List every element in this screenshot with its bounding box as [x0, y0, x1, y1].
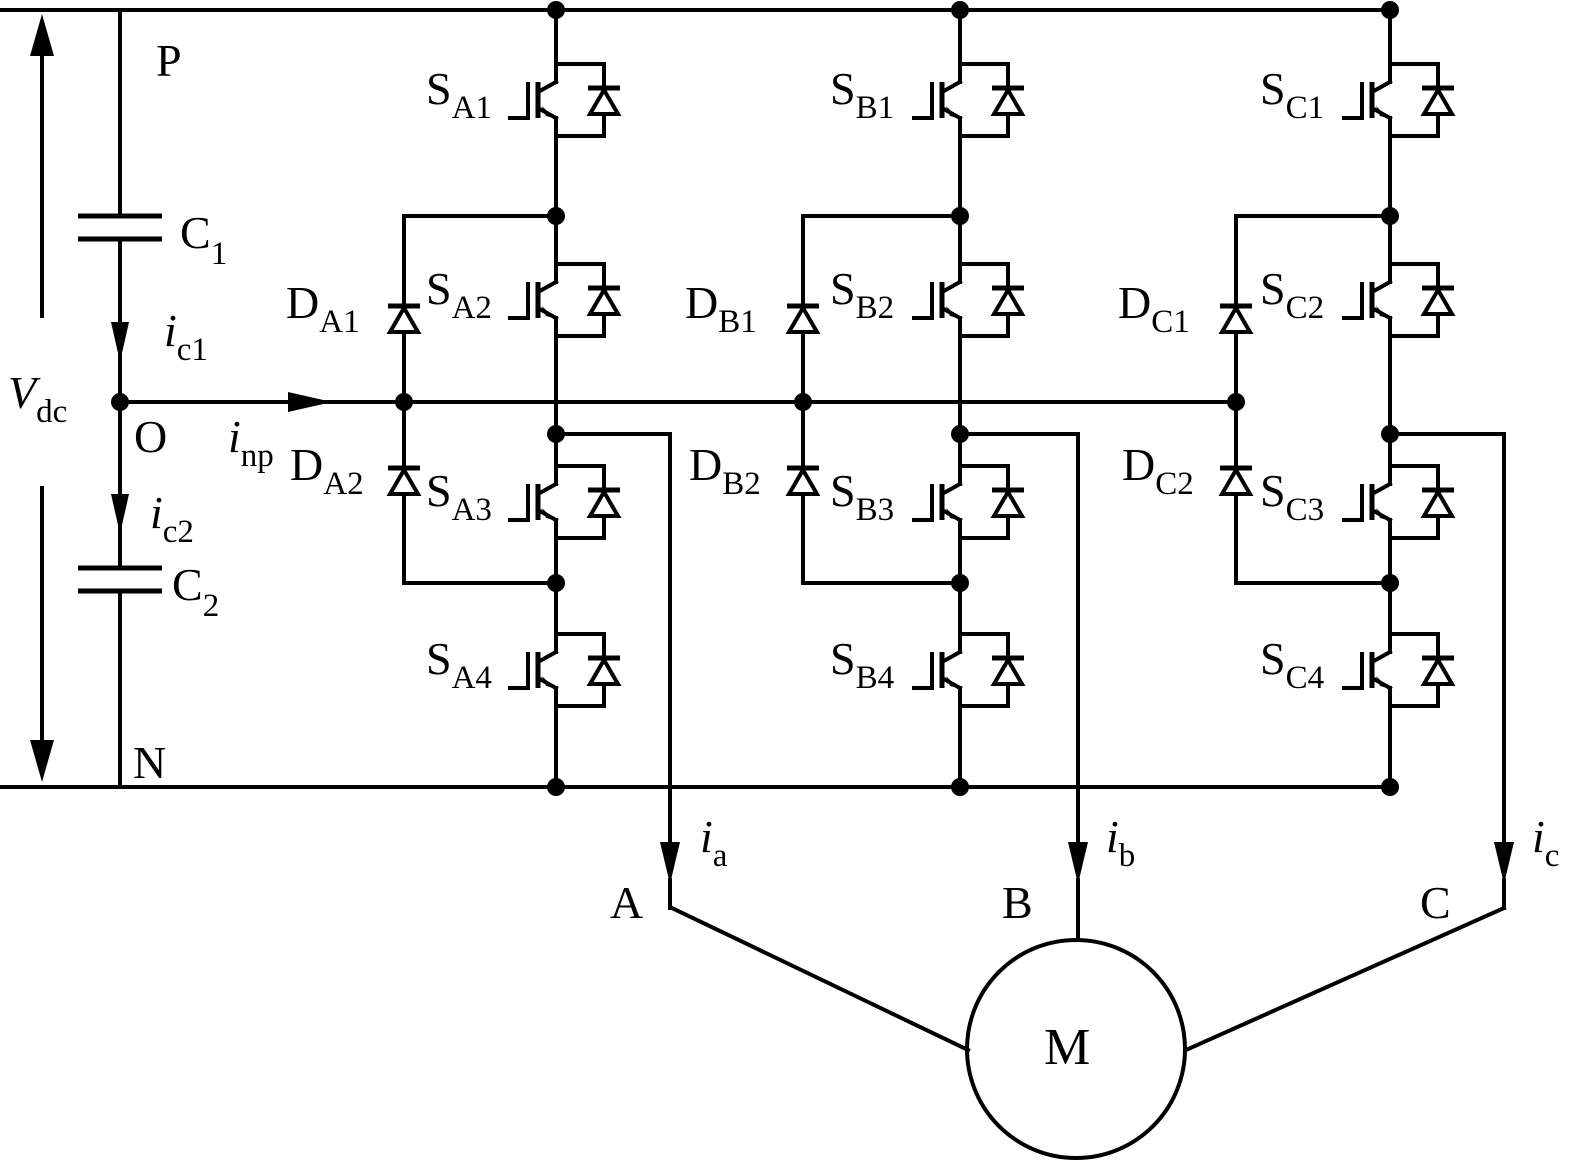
igbt-sa1 [508, 48, 622, 152]
dc-bus [0, 8, 1394, 789]
switch-label-sa2: SA2 [426, 263, 492, 326]
motor-label: M [1044, 1019, 1090, 1076]
clamp-label-dc2: DC2 [1122, 439, 1194, 502]
c2-label: C2 [172, 559, 219, 624]
node-p-a [547, 1, 565, 19]
clamp-label-da1: DA1 [286, 277, 360, 340]
igbt-sc2 [1342, 248, 1456, 352]
node-n-c [1381, 778, 1399, 796]
vdc-arrow [30, 14, 54, 782]
phase-legs: SA1SA2SA3SA4DA1DA2SB1SB2SB3SB4DB1DB2SC1S… [286, 1, 1514, 910]
node-p-c [1381, 1, 1399, 19]
ib-label: ib [1106, 811, 1135, 874]
clamp-diode-dc1 [1218, 303, 1254, 334]
clamp-diode-da1 [386, 303, 422, 334]
ia-label: ia [700, 811, 728, 874]
igbt-sc3 [1342, 450, 1456, 554]
node-p-b [951, 1, 969, 19]
capacitor-c1 [78, 213, 162, 242]
clamp-diode-da2 [386, 465, 422, 496]
igbt-sa2 [508, 248, 622, 352]
clamp-label-db2: DB2 [689, 439, 761, 502]
node-n-b [951, 778, 969, 796]
ic2-arrow [111, 494, 129, 534]
switch-label-sb4: SB4 [830, 633, 894, 696]
igbt-sc1 [1342, 48, 1456, 152]
inp-arrow [288, 392, 332, 412]
node-neutral-c [1227, 393, 1245, 411]
igbt-sa4 [508, 618, 622, 722]
output-label-a: A [610, 877, 643, 928]
igbt-sc4 [1342, 618, 1456, 722]
igbt-sb3 [912, 450, 1026, 554]
ic-label: ic [1532, 811, 1559, 874]
clamp-label-db1: DB1 [685, 277, 757, 340]
inp-label: inp [228, 411, 274, 474]
ic1-arrow [111, 322, 129, 362]
node-o [111, 393, 129, 411]
node-neutral-a [395, 393, 413, 411]
igbt-sb2 [912, 248, 1026, 352]
ic1-label: ic1 [164, 305, 208, 368]
clamp-diode-dc2 [1218, 465, 1254, 496]
output-label-b: B [1002, 877, 1033, 928]
igbt-sb1 [912, 48, 1026, 152]
rail-label-n: N [133, 737, 166, 788]
ic2-label: ic2 [150, 487, 194, 550]
rail-label-o: O [134, 411, 167, 462]
switch-label-sc4: SC4 [1260, 633, 1324, 696]
rail-label-p: P [156, 35, 182, 86]
switch-label-sa3: SA3 [426, 465, 492, 528]
switch-label-sc2: SC2 [1260, 263, 1324, 326]
switch-label-sb2: SB2 [830, 263, 894, 326]
switch-label-sb1: SB1 [830, 63, 894, 126]
clamp-diode-db2 [785, 465, 821, 496]
igbt-sa3 [508, 450, 622, 554]
switch-label-sc3: SC3 [1260, 465, 1324, 528]
output-current-arrow-b [1068, 842, 1088, 884]
igbt-sb4 [912, 618, 1026, 722]
c1-label: C1 [180, 207, 227, 272]
output-label-c: C [1420, 877, 1451, 928]
clamp-label-da2: DA2 [290, 439, 364, 502]
motor-connections [669, 905, 1507, 1053]
node-neutral-b [794, 393, 812, 411]
switch-label-sb3: SB3 [830, 465, 894, 528]
node-n-a [547, 778, 565, 796]
switch-label-sc1: SC1 [1260, 63, 1324, 126]
motor-symbol [965, 938, 1187, 1160]
output-current-arrow-a [660, 842, 680, 884]
switch-label-sa4: SA4 [426, 633, 492, 696]
capacitor-c2 [78, 565, 162, 594]
vdc-label: Vdc [8, 367, 67, 430]
clamp-diode-db1 [785, 303, 821, 334]
switch-label-sa1: SA1 [426, 63, 492, 126]
output-current-arrow-c [1494, 842, 1514, 884]
clamp-label-dc1: DC1 [1118, 277, 1190, 340]
